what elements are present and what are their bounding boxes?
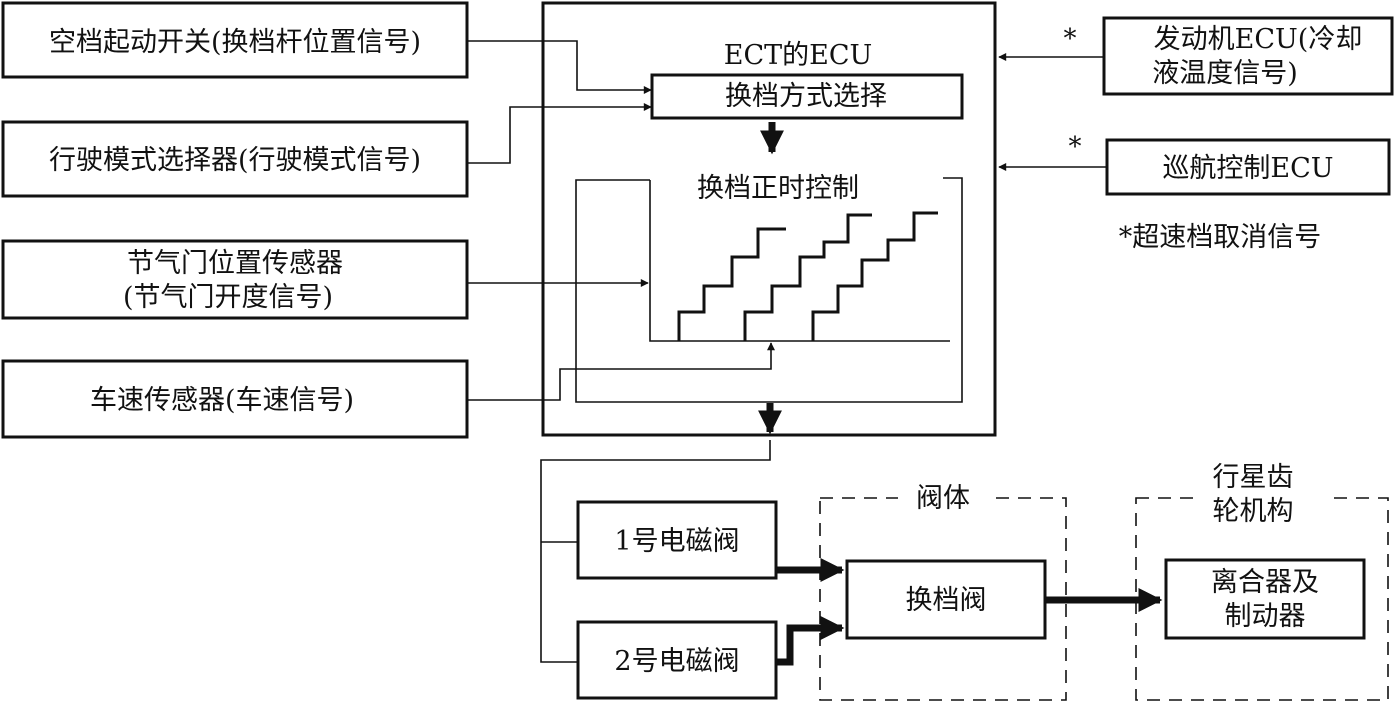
input-vehicle-speed-sensor: 车速传感器(车速信号) <box>1 359 469 439</box>
cruise-ecu-asterisk: * <box>1069 132 1082 162</box>
input-throttle-position-sensor: 节气门位置传感器 (节气门开度信号) <box>1 239 469 320</box>
solenoid-valve-2-label: 2号电磁阀 <box>614 646 739 677</box>
clutch-and-brake: 离合器及 制动器 <box>1164 558 1366 640</box>
shift-valve-label: 换档阀 <box>906 585 987 616</box>
solenoid2-to-shift-valve-arrow <box>776 616 845 666</box>
speed-sensor-connector <box>467 342 775 401</box>
cruise-control-ecu-label: 巡航控制ECU <box>1162 153 1333 184</box>
neutral-switch-connector <box>467 40 652 94</box>
shift-timing-chart <box>575 177 963 403</box>
engine-ecu-label-line2: 液温度信号) <box>1152 58 1298 89</box>
drive-mode-selector-label: 行驶模式选择器(行驶模式信号) <box>49 145 421 176</box>
solenoid-valve-2: 2号电磁阀 <box>576 620 778 700</box>
engine-ecu-asterisk: * <box>1064 24 1077 54</box>
shift-line-2 <box>743 213 872 341</box>
shift-mode-selection-label: 换档方式选择 <box>725 81 887 112</box>
shift-valve: 换档阀 <box>845 559 1047 640</box>
planetary-gear-label-line2: 轮机构 <box>1213 496 1294 527</box>
solenoid-valve-1: 1号电磁阀 <box>576 500 778 580</box>
planetary-gear-label-line1: 行星齿 <box>1213 462 1294 493</box>
solenoid-valve-1-label: 1号电磁阀 <box>614 526 739 557</box>
valve-body-label: 阀体 <box>916 483 970 514</box>
input-engine-ecu: 发动机ECU(冷却 液温度信号) <box>1102 16 1394 96</box>
engine-ecu-label-line1: 发动机ECU(冷却 <box>1154 24 1363 55</box>
shift-timing-control-label: 换档正时控制 <box>697 173 859 204</box>
shift-line-1 <box>677 227 786 341</box>
neutral-start-switch-label: 空档起动开关(换档杆位置信号) <box>49 27 421 58</box>
valve-body-region: 阀体 <box>819 480 1067 701</box>
clutch-brake-label-line2: 制动器 <box>1225 601 1306 632</box>
shift-line-3 <box>811 211 938 341</box>
clutch-brake-label-line1: 离合器及 <box>1211 567 1319 598</box>
input-drive-mode-selector: 行驶模式选择器(行驶模式信号) <box>1 120 469 198</box>
ect-ecu-block: ECT的ECU 换档方式选择 换档正时控制 <box>541 1 997 437</box>
vehicle-speed-sensor-label: 车速传感器(车速信号) <box>90 385 354 416</box>
overdrive-cancel-note: *超速档取消信号 <box>1119 222 1322 253</box>
ecu-to-solenoids-line <box>540 440 771 663</box>
throttle-sensor-label-line2: (节气门开度信号) <box>123 282 333 313</box>
mode-selector-connector <box>467 103 652 164</box>
ect-ecu-title: ECT的ECU <box>724 40 873 71</box>
input-neutral-start-switch: 空档起动开关(换档杆位置信号) <box>1 1 469 79</box>
throttle-sensor-label-line1: 节气门位置传感器 <box>127 248 343 279</box>
planetary-gear-region: 行星齿 轮机构 <box>1135 462 1389 701</box>
input-cruise-control-ecu: 巡航控制ECU <box>1105 138 1391 196</box>
shift-mode-selection-box <box>650 73 964 120</box>
